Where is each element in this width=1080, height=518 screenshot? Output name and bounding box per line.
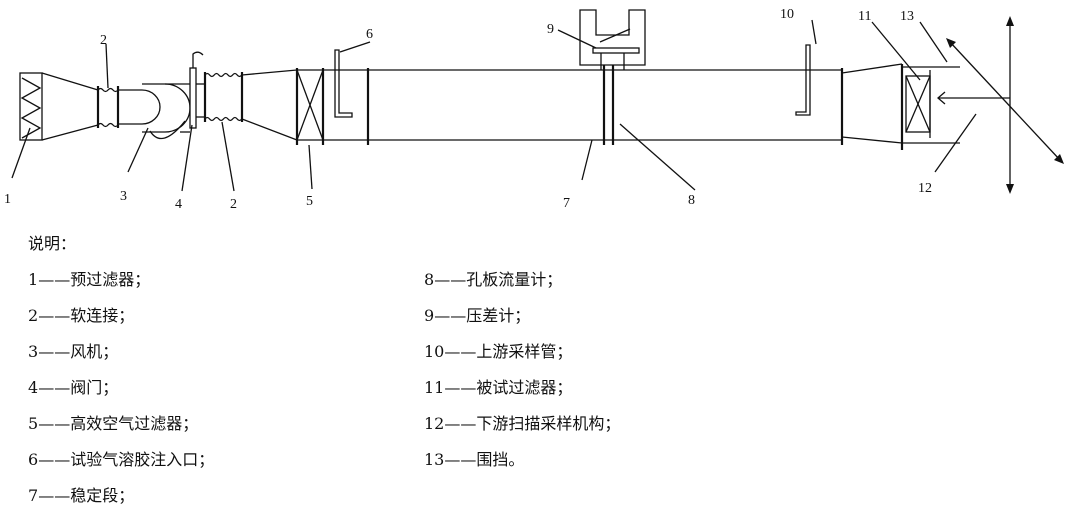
callout-9: 9 — [547, 22, 554, 37]
legend-item-number: 6 — [28, 450, 39, 469]
callout-4: 4 — [175, 197, 182, 212]
orifice-flow-meter — [602, 65, 615, 145]
legend-item-dash: —— — [38, 306, 71, 325]
legend-item-text: 阀门； — [70, 378, 119, 397]
callout-3: 3 — [120, 189, 127, 204]
legend-item-dash: —— — [434, 306, 467, 325]
callout-11: 11 — [858, 9, 871, 24]
legend-item-dash: —— — [444, 378, 477, 397]
callout-1: 1 — [4, 192, 11, 207]
leader-lines — [11, 19, 977, 192]
legend-item-number: 3 — [28, 342, 39, 361]
legend-item-dash: —— — [434, 270, 467, 289]
legend-item: 4——阀门； — [28, 374, 214, 410]
legend-item-dash: —— — [444, 342, 477, 361]
valve — [165, 51, 205, 133]
legend-item: 10——上游采样管； — [424, 338, 620, 374]
legend-item-text: 被试过滤器； — [476, 378, 573, 397]
legend-item-number: 12 — [424, 414, 445, 433]
legend-item-text: 上游采样管； — [476, 342, 573, 361]
legend-item: 5——高效空气过滤器； — [28, 410, 214, 446]
legend-item-text: 下游扫描采样机构； — [476, 414, 621, 433]
legend-item: 6——试验气溶胶注入口； — [28, 446, 214, 482]
legend-item-text: 高效空气过滤器； — [70, 414, 199, 433]
downstream-scanning-sampler — [937, 16, 1064, 194]
legend-item: 13——围挡。 — [424, 446, 620, 482]
legend-item-number: 2 — [28, 306, 39, 325]
legend-item-number: 1 — [28, 270, 39, 289]
fan — [118, 83, 191, 140]
legend-item-dash: —— — [38, 450, 71, 469]
legend-item-text: 软连接； — [70, 306, 135, 325]
legend-item: 12——下游扫描采样机构； — [424, 410, 620, 446]
hepa-filter — [295, 68, 325, 145]
legend-left-column: 1——预过滤器；2——软连接；3——风机；4——阀门；5——高效空气过滤器；6—… — [28, 266, 214, 518]
differential-pressure-gauge — [579, 9, 646, 70]
legend-item-text: 试验气溶胶注入口； — [70, 450, 215, 469]
legend-item-text: 风机； — [70, 342, 119, 361]
legend-item-number: 10 — [424, 342, 445, 361]
aerosol-injection-port — [334, 49, 353, 118]
callout-labels: 1 2 3 4 2 5 6 9 7 8 10 11 13 12 — [4, 7, 932, 212]
legend-item: 11——被试过滤器； — [424, 374, 620, 410]
legend-item-number: 9 — [424, 306, 435, 325]
legend-title: 说明： — [28, 234, 77, 253]
legend-item-dash: —— — [38, 270, 71, 289]
soft-connector-outlet — [203, 69, 298, 141]
stabilizing-duct — [323, 68, 842, 145]
legend-item-dash: —— — [38, 414, 71, 433]
legend-item-number: 8 — [424, 270, 435, 289]
legend-item-dash: —— — [38, 342, 71, 361]
callout-2b: 2 — [230, 197, 237, 212]
pre-filter — [19, 72, 99, 141]
legend-item: 9 ——压差计； — [424, 302, 620, 338]
legend-item-text: 预过滤器； — [70, 270, 151, 289]
soft-connector-inlet — [96, 86, 120, 128]
legend-item-number: 7 — [28, 486, 39, 505]
callout-8: 8 — [688, 193, 695, 208]
legend-item-number: 5 — [28, 414, 39, 433]
legend-item: 8 ——孔板流量计； — [424, 266, 620, 302]
legend-right-column: 8 ——孔板流量计；9 ——压差计；10——上游采样管；11——被试过滤器；12… — [424, 266, 620, 482]
legend-item-dash: —— — [444, 450, 477, 469]
callout-6: 6 — [366, 27, 373, 42]
upstream-sampling-tube — [795, 44, 811, 116]
callout-7: 7 — [563, 196, 570, 211]
enclosure — [902, 66, 960, 144]
legend-item: 1——预过滤器； — [28, 266, 214, 302]
legend-item: 3——风机； — [28, 338, 214, 374]
test-rig-diagram: 1 2 3 4 2 5 6 9 7 8 10 11 13 12 — [4, 7, 1064, 212]
legend-item-dash: —— — [38, 486, 71, 505]
legend-item-dash: —— — [444, 414, 477, 433]
legend-item: 7——稳定段； — [28, 482, 214, 518]
callout-13: 13 — [900, 9, 914, 24]
callout-5: 5 — [306, 194, 313, 209]
callout-2a: 2 — [100, 33, 107, 48]
legend-item-dash: —— — [38, 378, 71, 397]
legend-item-text: 围挡。 — [476, 450, 525, 469]
legend-item-text: 压差计； — [466, 306, 531, 325]
callout-10: 10 — [780, 7, 794, 22]
legend-item-number: 4 — [28, 378, 39, 397]
test-filter — [840, 63, 931, 150]
legend-item: 2——软连接； — [28, 302, 214, 338]
legend-item-number: 13 — [424, 450, 445, 469]
legend-item-text: 孔板流量计； — [466, 270, 563, 289]
callout-12: 12 — [918, 181, 932, 196]
legend-item-number: 11 — [424, 378, 445, 397]
legend-item-text: 稳定段； — [70, 486, 135, 505]
